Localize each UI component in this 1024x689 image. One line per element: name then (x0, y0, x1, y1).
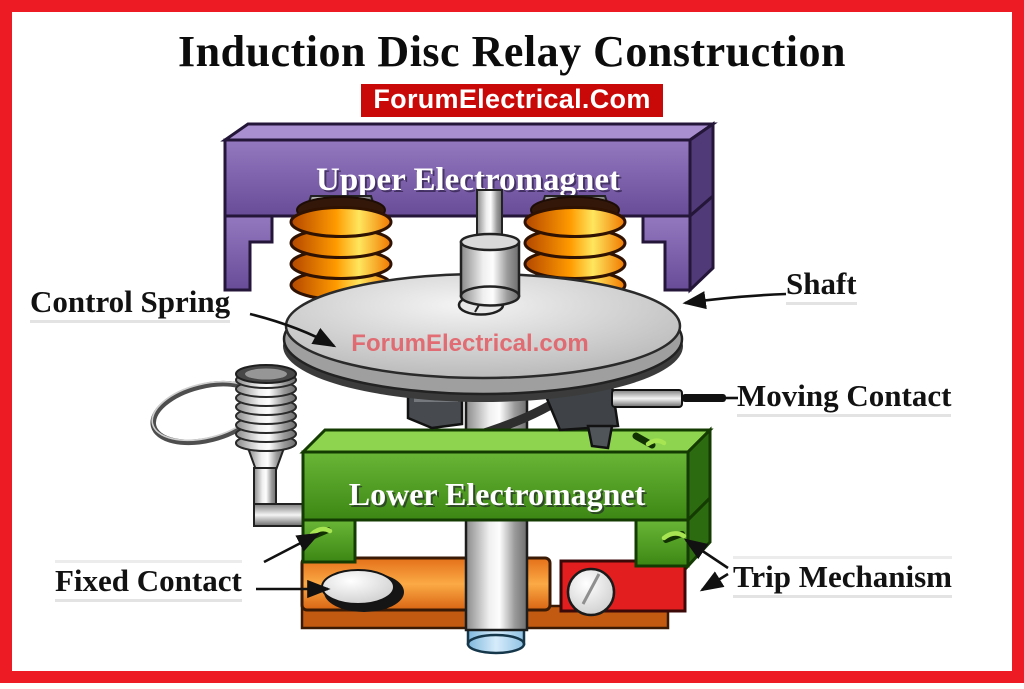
trip-hook-right-curl (661, 531, 687, 541)
upper-magnet-left-leg (223, 214, 274, 292)
callout-fixed-contact: Fixed Contact (55, 560, 242, 602)
lower-magnet-right-leg (634, 518, 690, 568)
moving-contact-rod (611, 389, 683, 408)
lower-electromagnet-label: Lower Electromagnet (349, 476, 646, 512)
trip-hook-top-curl (645, 438, 667, 447)
latch-hook-left-curl (309, 526, 333, 537)
callout-shaft: Shaft (786, 268, 857, 305)
leader-control-spring (249, 312, 337, 348)
trip-ball-slash (581, 573, 601, 605)
top-shaft-hub (459, 232, 521, 307)
upper-electromagnet-label: Upper Electromagnet (316, 162, 620, 198)
leader-trip-lower (699, 571, 729, 592)
leader-fixed-contact-upper (263, 532, 321, 564)
disc: ForumElectrical.com (282, 272, 684, 402)
callout-control-spring: Control Spring (30, 286, 231, 323)
disc-watermark: ForumElectrical.com (351, 330, 588, 357)
fixed-contact-dome (321, 569, 395, 605)
callout-moving-contact: Moving Contact (737, 380, 952, 417)
under-disc-foot (586, 424, 614, 450)
brand-banner-wrap: ForumElectrical.Com (0, 84, 1024, 117)
upper-magnet-right-leg (641, 214, 692, 292)
callout-trip-mechanism: Trip Mechanism (733, 556, 952, 598)
coil-left (289, 195, 393, 301)
control-spring-coil (235, 364, 297, 452)
moving-contact-tip (682, 394, 726, 402)
lower-magnet-left-leg (301, 518, 357, 564)
leader-shaft (682, 291, 787, 310)
leader-trip-upper (683, 538, 729, 570)
base-assembly (300, 543, 687, 630)
page-title: Induction Disc Relay Construction (178, 27, 846, 76)
brand-banner: ForumElectrical.Com (361, 84, 663, 117)
